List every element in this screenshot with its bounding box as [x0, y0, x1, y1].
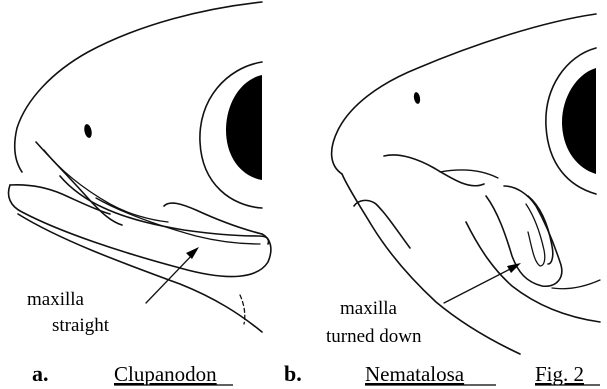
panel-b-eye-pupil [562, 68, 596, 174]
panel-a-opercle-dashed [240, 295, 245, 324]
panel-a-arrow-head [186, 247, 199, 259]
panel-a-maxilla-lower [96, 198, 260, 244]
panel-a-lower-jaw [10, 185, 110, 214]
panel-b-drawing: maxilla turned down [326, 14, 600, 354]
panel-a-arrow-shaft [146, 252, 195, 303]
panel-a-genus: Clupanodon [114, 362, 217, 386]
panel-a-drawing: maxilla straight [9, 2, 271, 336]
panel-b-annotation-line2: turned down [326, 326, 422, 347]
panel-b-genus: Nematalosa [365, 362, 465, 386]
panel-a-annotation-line2: straight [52, 315, 110, 336]
panel-b-supramaxilla [528, 196, 553, 264]
panel-a-annotation-line1: maxilla [27, 289, 85, 310]
panel-b-ventral-line [466, 222, 600, 322]
panel-b-arrow-shaft [444, 266, 516, 303]
panel-a-letter: a. [32, 361, 49, 386]
panel-a-maxilla [60, 176, 269, 244]
panel-b-head-profile [332, 14, 596, 174]
panel-a-upper-jaw-inner [44, 150, 168, 222]
panel-b-letter: b. [284, 361, 302, 386]
panel-a-nostril [83, 123, 93, 138]
panel-b-annotation-line1: maxilla [340, 298, 398, 319]
figure-label: Fig. 2 [535, 362, 584, 386]
panel-b-nostril [413, 92, 421, 105]
panel-a-head-profile [15, 2, 262, 172]
panel-b-gill-line [552, 280, 600, 289]
panel-b-arrow-head [507, 263, 521, 273]
captions: a. Clupanodon b. Nematalosa Fig. 2 [32, 361, 600, 386]
panel-a-eye-pupil [226, 75, 262, 180]
